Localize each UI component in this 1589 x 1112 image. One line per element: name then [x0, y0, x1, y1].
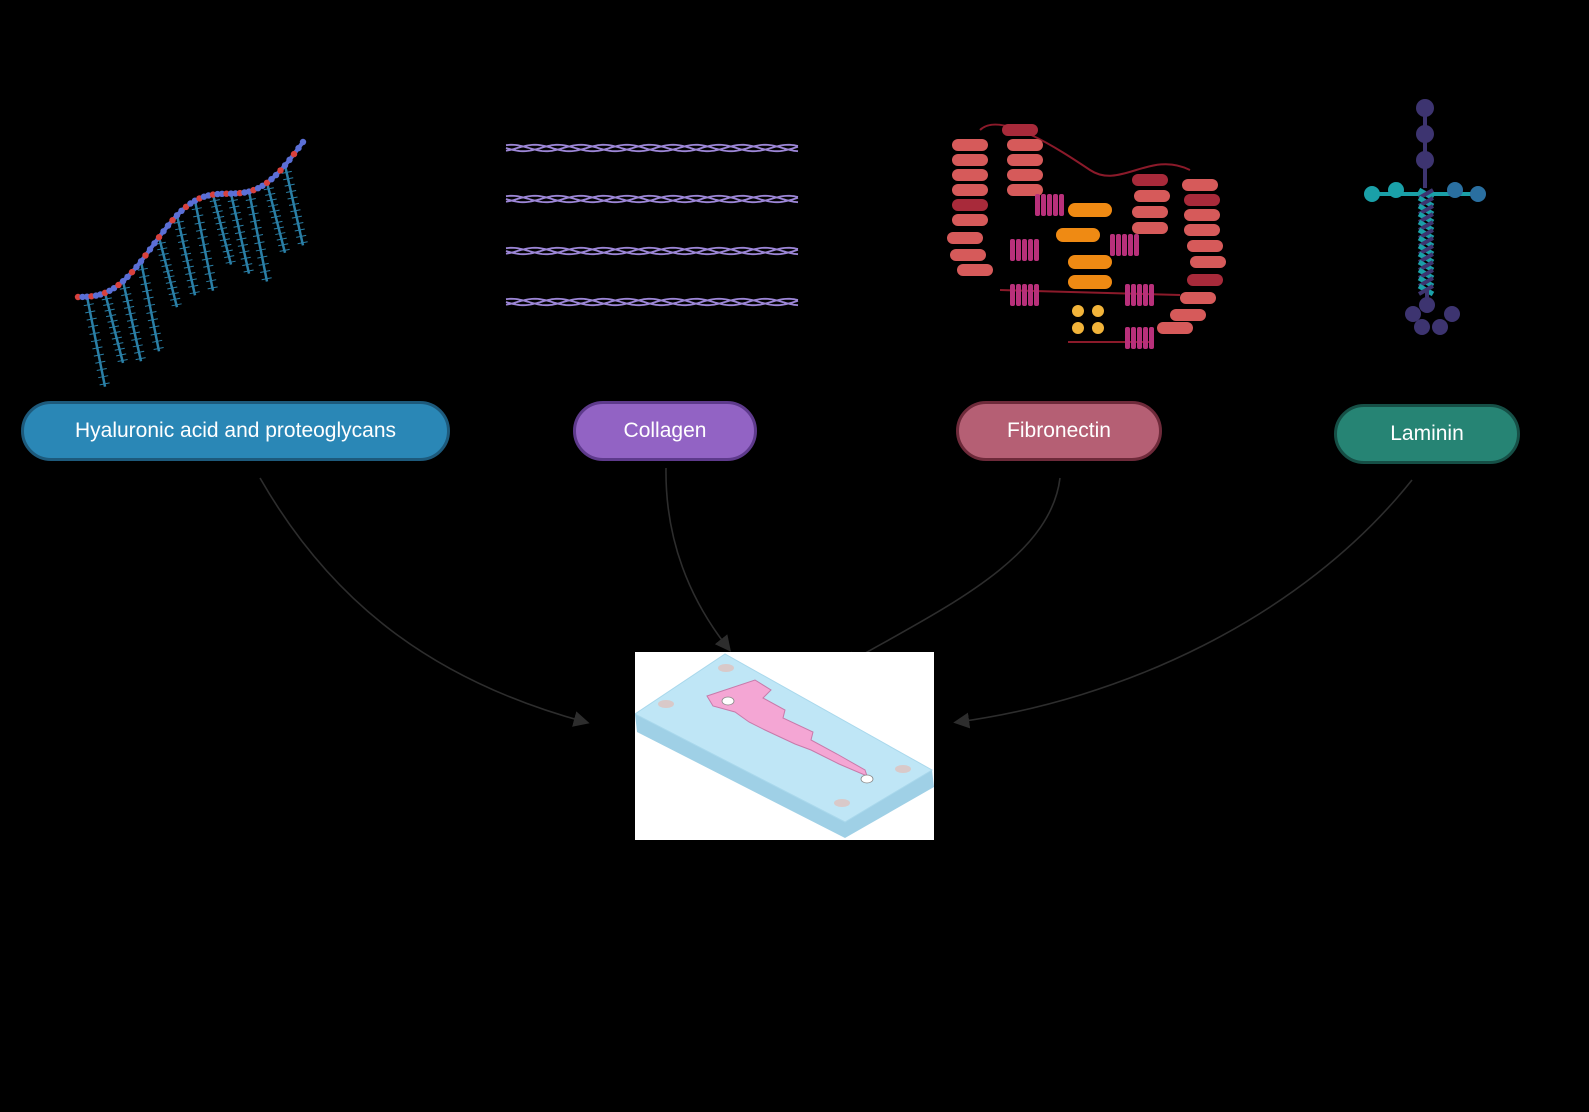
- label-collagen: Collagen: [573, 401, 757, 461]
- arrow-fibronectin-to-chip: [841, 477, 1061, 667]
- microfluidic-chip-icon: [634, 653, 934, 838]
- laminin-icon: [1364, 99, 1486, 335]
- label-laminin: Laminin: [1334, 404, 1520, 464]
- fibronectin-icon: [947, 123, 1226, 349]
- microfluidic-chip-panel: [634, 652, 934, 840]
- collagen-fibers-icon: [505, 143, 799, 307]
- hyaluronic-acid-proteoglycan-icon: [74, 138, 308, 387]
- label-hyaluronic-acid: Hyaluronic acid and proteoglycans: [21, 401, 450, 461]
- arrow-collagen-to-chip: [665, 467, 731, 652]
- arrow-laminin-to-chip: [953, 479, 1413, 729]
- arrow-hyaluronic-to-chip: [259, 477, 590, 727]
- label-fibronectin: Fibronectin: [956, 401, 1162, 461]
